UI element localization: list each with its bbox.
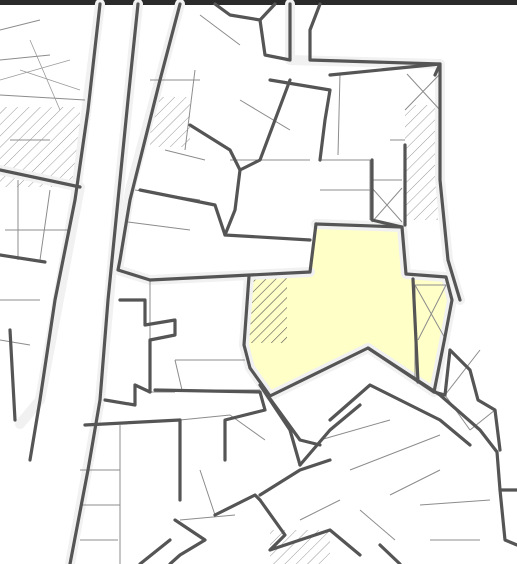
interior-lines bbox=[0, 14, 496, 564]
hatched-courtyard-east bbox=[405, 105, 438, 220]
hatched-stair-left bbox=[249, 278, 287, 343]
highlighted-parcel[interactable] bbox=[244, 224, 452, 396]
top-window-bar bbox=[0, 0, 517, 5]
